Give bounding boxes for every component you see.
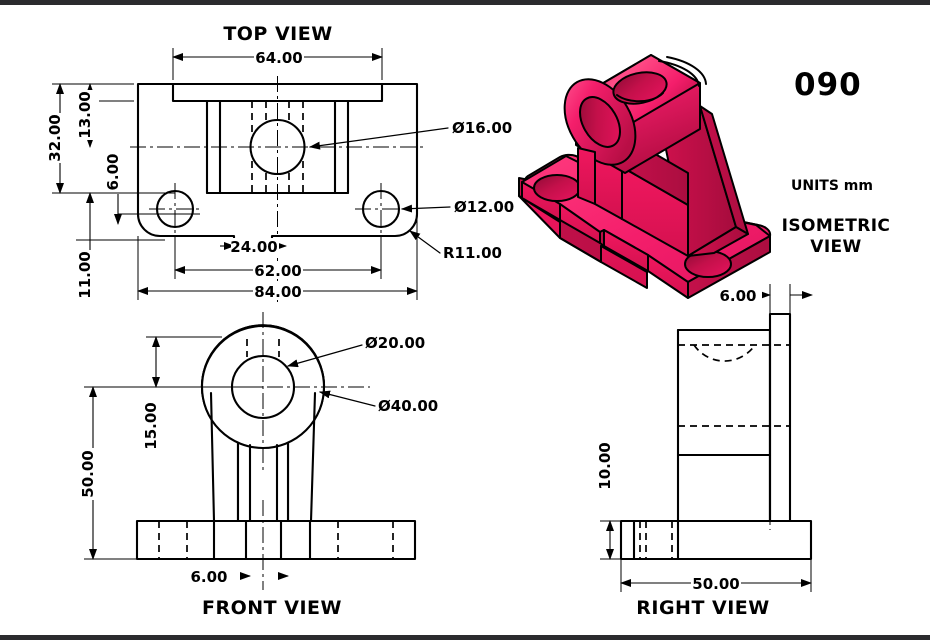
front-view-title: FRONT VIEW bbox=[202, 597, 342, 619]
right-view-title: RIGHT VIEW bbox=[636, 597, 769, 619]
dim-top-6: 6.00 bbox=[104, 153, 122, 190]
dim-right-10: 10.00 bbox=[596, 442, 614, 489]
dim-top-dia12: Ø12.00 bbox=[454, 198, 514, 216]
dim-front-15: 15.00 bbox=[142, 402, 160, 449]
dim-top-dia16: Ø16.00 bbox=[452, 119, 512, 137]
dim-front-dia40: Ø40.00 bbox=[378, 397, 438, 415]
front-view-geometry bbox=[0, 0, 417, 590]
dim-top-64: 64.00 bbox=[255, 49, 302, 67]
top-view-dimensions: 64.00 32.00 13.00 6.00 11.00 bbox=[46, 48, 514, 301]
dim-top-32: 32.00 bbox=[46, 114, 64, 161]
isometric-view-title-line1: ISOMETRIC bbox=[782, 216, 891, 236]
sheet-border-bottom bbox=[0, 635, 930, 640]
dim-right-50: 50.00 bbox=[692, 575, 739, 593]
isometric-view-model bbox=[518, 54, 772, 299]
dim-front-50: 50.00 bbox=[79, 450, 97, 497]
units-label: UNITS mm bbox=[791, 178, 873, 194]
right-view-geometry bbox=[619, 312, 813, 561]
dim-top-11: 11.00 bbox=[76, 251, 94, 298]
isometric-view-title-line2: VIEW bbox=[810, 237, 861, 257]
dim-top-24: 24.00 bbox=[230, 238, 277, 256]
dim-right-6: 6.00 bbox=[719, 287, 756, 305]
dim-top-84: 84.00 bbox=[254, 283, 301, 301]
right-view-dimensions: 6.00 10.00 50.00 bbox=[596, 284, 813, 593]
dim-front-6: 6.00 bbox=[190, 568, 227, 586]
sheet-border-top bbox=[0, 0, 930, 5]
dim-front-dia20: Ø20.00 bbox=[365, 334, 425, 352]
top-view-geometry bbox=[130, 76, 425, 302]
top-view-title: TOP VIEW bbox=[223, 23, 332, 45]
dim-top-62: 62.00 bbox=[254, 262, 301, 280]
dim-top-r11: R11.00 bbox=[443, 244, 502, 262]
front-view-dimensions: 50.00 15.00 6.00 Ø20.00 Ø40.00 bbox=[79, 334, 438, 586]
dim-top-13: 13.00 bbox=[76, 91, 94, 138]
part-number: 090 bbox=[794, 67, 862, 103]
